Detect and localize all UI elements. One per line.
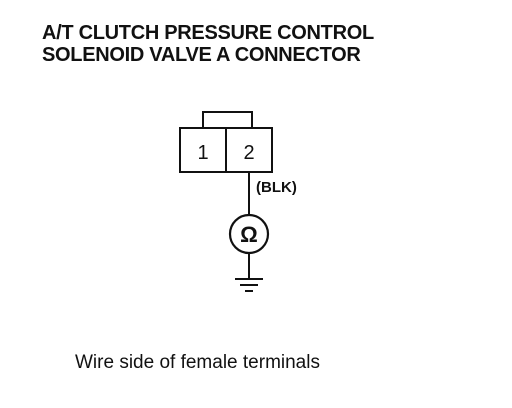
ohm-symbol: Ω bbox=[240, 222, 258, 247]
connector-latch bbox=[202, 111, 253, 130]
page-title: A/T CLUTCH PRESSURE CONTROL SOLENOID VAL… bbox=[42, 22, 374, 66]
title-line-1: A/T CLUTCH PRESSURE CONTROL bbox=[42, 22, 374, 44]
ground-icon bbox=[235, 278, 263, 292]
caption: Wire side of female terminals bbox=[75, 352, 320, 373]
connector: 1 2 bbox=[179, 127, 273, 173]
title-line-2: SOLENOID VALVE A CONNECTOR bbox=[42, 44, 361, 66]
terminal-1-label: 1 bbox=[197, 142, 208, 164]
terminal-2-label: 2 bbox=[243, 142, 254, 164]
wire-color-label: (BLK) bbox=[256, 179, 297, 196]
ohmmeter-icon: Ω bbox=[228, 213, 270, 255]
